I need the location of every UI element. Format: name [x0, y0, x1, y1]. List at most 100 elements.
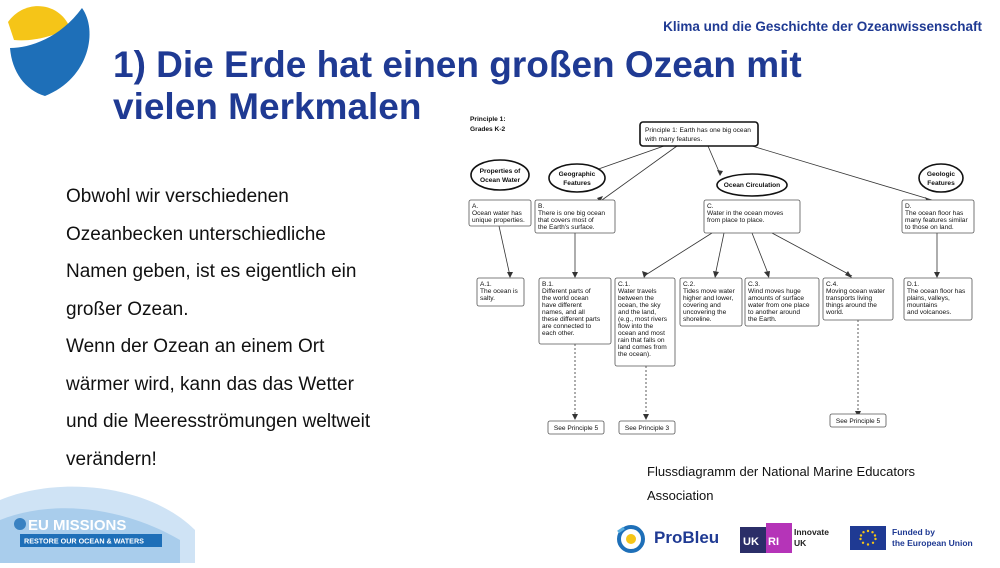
- node-line: C.3.: [748, 281, 760, 288]
- node-D: D. The ocean floor has many features sim…: [901, 199, 975, 234]
- node-line: D.1.: [907, 281, 919, 288]
- principle-label: Principle 1:: [470, 116, 506, 123]
- body-line: Obwohl wir verschiedenen: [66, 186, 289, 207]
- node-line: The ocean is: [480, 288, 518, 295]
- flow-diagram: Principle 1: Grades K-2 Principle 1: Ear…: [468, 116, 975, 435]
- node-line: that covers most of: [538, 217, 594, 224]
- root-node: [639, 121, 759, 147]
- see-ref-label: See Principle 3: [625, 425, 670, 432]
- node-line: plains, valleys,: [907, 295, 950, 302]
- svg-text:UK: UK: [743, 536, 759, 548]
- node-line: are connected to: [542, 323, 591, 330]
- ellipse-label: Properties of: [480, 168, 521, 175]
- corner-logo-icon: [0, 0, 100, 105]
- node-line: land comes from: [618, 344, 667, 351]
- eu-funding-line: the European Union: [892, 538, 973, 548]
- svg-text:RI: RI: [768, 536, 779, 548]
- probleu-logo-icon: [617, 525, 645, 553]
- ellipse-label: Geologic: [927, 171, 956, 178]
- node-line: covering and: [683, 302, 721, 309]
- see-ref-label: See Principle 5: [554, 425, 599, 432]
- node-B1: B.1. Different parts of the world ocean …: [538, 277, 612, 345]
- eu-funding-line: Funded by: [892, 527, 935, 537]
- node-C1: C.1. Water travels between the ocean, th…: [614, 277, 676, 367]
- node-C2: C.2. Tides move water higher and lower, …: [679, 277, 743, 327]
- node-B: B. There is one big ocean that covers mo…: [534, 199, 616, 234]
- node-line: many features similar: [905, 217, 968, 224]
- node-D1: D.1. The ocean floor has plains, valleys…: [903, 277, 973, 321]
- node-line: each other.: [542, 330, 575, 337]
- eu-missions-title: EU MISSIONS: [28, 517, 126, 534]
- body-line: Namen geben, ist es eigentlich ein: [66, 261, 357, 282]
- node-line: from place to place.: [707, 217, 765, 224]
- ellipse-label: Features: [927, 180, 955, 187]
- body-line: verändern!: [66, 448, 157, 470]
- node-line: (e.g., most rivers: [618, 316, 668, 323]
- ukri-text: Innovate UK: [794, 527, 829, 549]
- ellipse-label: Geographic: [559, 171, 596, 178]
- node-A: A. Ocean water has unique properties.: [468, 199, 532, 227]
- ukri-logo-icon: UK RI: [740, 523, 792, 553]
- body-line: großer Ozean.: [66, 298, 189, 320]
- ellipse-label: Features: [563, 180, 591, 187]
- node-line: The ocean floor has: [907, 288, 966, 295]
- caption-line: Association: [647, 488, 714, 503]
- node-C4: C.4. Moving ocean water transports livin…: [822, 277, 894, 321]
- node-line: names, and all: [542, 309, 585, 316]
- node-line: things around the: [826, 302, 877, 309]
- node-line: Moving ocean water: [826, 288, 886, 295]
- node-line: Water in the ocean moves: [707, 210, 784, 217]
- node-line: and volcanoes.: [907, 309, 952, 316]
- node-line: Water travels: [618, 288, 657, 295]
- node-line: A.: [472, 203, 478, 210]
- node-line: the ocean).: [618, 351, 651, 358]
- node-line: ocean and most: [618, 330, 665, 337]
- node-line: B.: [538, 203, 544, 210]
- caption-line: Flussdiagramm der National Marine Educat…: [647, 464, 916, 479]
- probleu-label: ProBleu: [654, 528, 720, 547]
- node-C: C. Water in the ocean moves from place t…: [703, 199, 801, 234]
- ellipse-geographic: [548, 163, 606, 193]
- ellipse-label: Ocean Circulation: [724, 182, 780, 189]
- principle-label: Grades K-2: [470, 126, 506, 133]
- node-line: between the: [618, 295, 654, 302]
- see-ref-b1: See Principle 5: [547, 420, 605, 435]
- node-line: B.1.: [542, 281, 554, 288]
- node-line: transports living: [826, 295, 873, 302]
- node-line: higher and lower,: [683, 295, 733, 302]
- root-text: with many features.: [644, 136, 702, 143]
- slide-title: 1) Die Erde hat einen großen Ozean mit v…: [113, 44, 802, 127]
- body-line: wärmer wird, kann das das Wetter: [66, 373, 354, 395]
- node-line: C.1.: [618, 281, 630, 288]
- node-C3: C.3. Wind moves huge amounts of surface …: [744, 277, 820, 327]
- node-line: uncovering the: [683, 309, 727, 316]
- node-line: shoreline.: [683, 316, 712, 323]
- node-line: these different parts: [542, 316, 601, 323]
- eu-missions-logo-icon: EU MISSIONS RESTORE OUR OCEAN & WATERS: [0, 480, 200, 568]
- node-line: There is one big ocean: [538, 210, 605, 217]
- see-ref-c4: See Principle 5: [829, 413, 887, 428]
- node-line: the world ocean: [542, 295, 589, 302]
- footer-logos: ProBleu UK RI Innovate UK Funded by the …: [610, 520, 990, 558]
- root-text: Principle 1: Earth has one big ocean: [645, 127, 751, 134]
- node-A1: A.1. The ocean is salty.: [476, 277, 525, 307]
- eu-missions-sub: RESTORE OUR OCEAN & WATERS: [24, 537, 144, 546]
- body-line: und die Meeresströmungen weltweit: [66, 411, 371, 432]
- diagram-caption: Flussdiagramm der National Marine Educat…: [647, 460, 947, 508]
- ellipse-properties: [470, 159, 530, 191]
- node-line: ocean, the sky: [618, 302, 661, 309]
- node-line: the Earth.: [748, 316, 777, 323]
- node-line: salty.: [480, 295, 495, 302]
- node-line: A.1.: [480, 281, 492, 288]
- eu-funding-text: Funded by the European Union: [892, 527, 973, 549]
- ellipse-label: Ocean Water: [480, 177, 520, 184]
- eu-flag-icon: [850, 526, 886, 550]
- node-line: C.: [707, 203, 714, 210]
- node-line: flow into the: [618, 323, 654, 330]
- node-line: rain that falls on: [618, 337, 665, 344]
- node-line: the Earth's surface.: [538, 224, 595, 231]
- node-line: The ocean floor has: [905, 210, 964, 217]
- node-line: Tides move water: [683, 288, 736, 295]
- ellipse-geologic: [918, 163, 964, 193]
- ukri-line: Innovate: [794, 527, 829, 537]
